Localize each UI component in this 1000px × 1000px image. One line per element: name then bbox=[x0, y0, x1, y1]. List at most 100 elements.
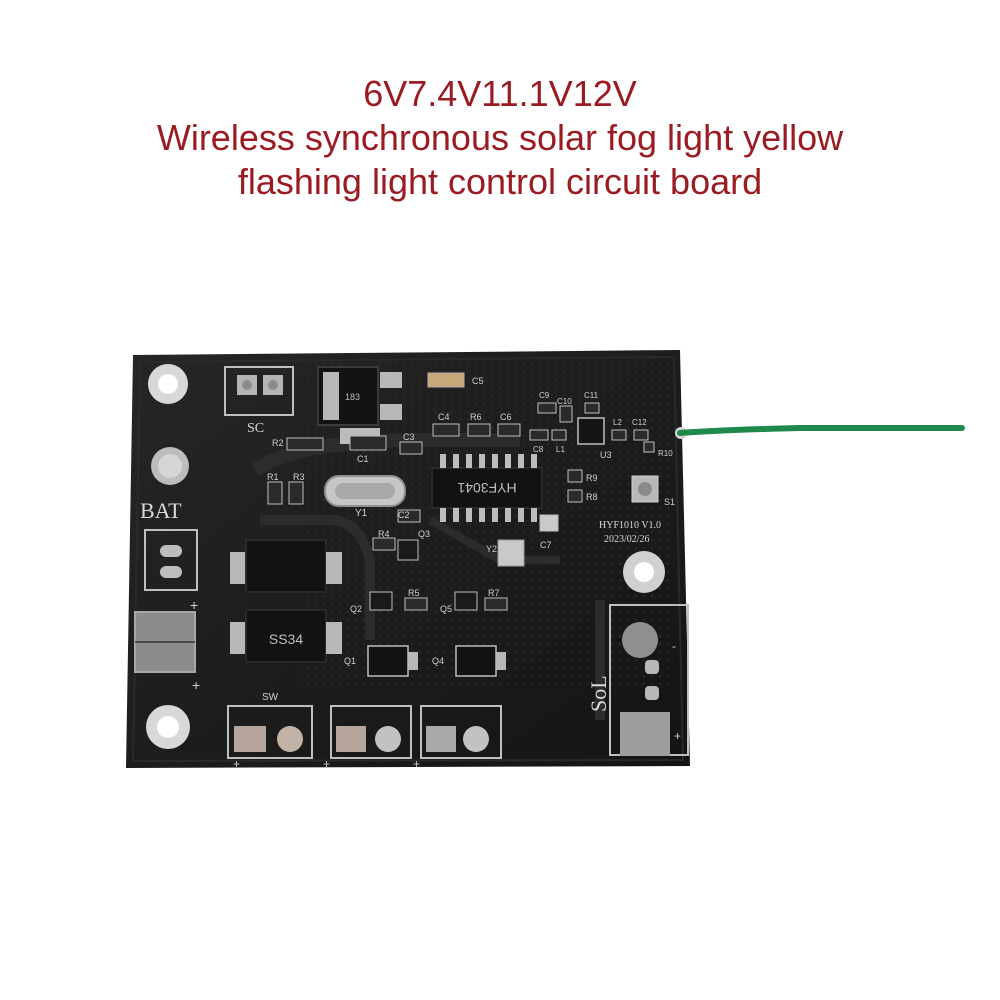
res-r1 bbox=[267, 481, 283, 505]
svg-text:C12: C12 bbox=[632, 418, 647, 427]
svg-text:C2: C2 bbox=[398, 510, 410, 520]
svg-text:C3: C3 bbox=[403, 432, 415, 442]
diode-marking: SS34 bbox=[269, 631, 303, 647]
res-r8 bbox=[567, 489, 583, 503]
cap-c7 bbox=[539, 514, 559, 532]
mcu-marking: HYF3041 bbox=[457, 480, 516, 496]
cap-c1 bbox=[349, 435, 387, 451]
bat-label: BAT bbox=[140, 498, 182, 523]
sw-pad bbox=[234, 726, 266, 752]
svg-text:C4: C4 bbox=[438, 412, 450, 422]
svg-text:U3: U3 bbox=[600, 450, 612, 460]
mosfet-q4 bbox=[455, 645, 497, 677]
smd-passives: C5 R2 C1 C3 C4 R6 C6 C9 C10 C11 C8 L1 L2… bbox=[267, 372, 673, 614]
cap-c3 bbox=[399, 441, 423, 455]
sc-connector: SC bbox=[224, 366, 294, 436]
svg-text:C8: C8 bbox=[533, 445, 544, 454]
svg-text:+: + bbox=[323, 757, 330, 771]
voltage-regulator: 183 bbox=[317, 366, 402, 444]
sol-label: SoL bbox=[586, 675, 611, 712]
antenna-wire bbox=[677, 425, 965, 436]
svg-text:C9: C9 bbox=[539, 391, 550, 400]
sc-label: SC bbox=[247, 421, 264, 436]
res-r9 bbox=[567, 469, 583, 483]
ind-l2 bbox=[611, 429, 627, 441]
solar-pin bbox=[645, 686, 659, 700]
led-pad bbox=[426, 726, 456, 752]
svg-text:C6: C6 bbox=[500, 412, 512, 422]
regulator-marking: 183 bbox=[345, 392, 360, 402]
antenna: S1 bbox=[631, 425, 965, 507]
svg-text:R10: R10 bbox=[658, 449, 673, 458]
mcu-pins bbox=[440, 454, 537, 522]
svg-text:C10: C10 bbox=[557, 397, 572, 406]
cap-c11 bbox=[584, 402, 600, 414]
svg-text:Q1: Q1 bbox=[344, 656, 356, 666]
mosfet-q1 bbox=[367, 645, 409, 677]
transistor-q3 bbox=[397, 539, 419, 561]
svg-text:C5: C5 bbox=[472, 376, 484, 386]
cap-c10 bbox=[559, 405, 573, 423]
svg-text:+: + bbox=[233, 757, 240, 771]
cap-c4 bbox=[432, 423, 460, 437]
svg-text:Q4: Q4 bbox=[432, 656, 444, 666]
cap-c5 bbox=[427, 372, 465, 388]
svg-text:R9: R9 bbox=[586, 473, 598, 483]
crystal-y1: Y1 bbox=[324, 475, 406, 519]
svg-text:R2: R2 bbox=[272, 438, 284, 448]
mounting-holes bbox=[146, 364, 665, 749]
mosfets: Q1 Q4 bbox=[344, 645, 506, 677]
led-pad bbox=[375, 726, 401, 752]
battery-pin bbox=[160, 566, 182, 578]
solar-pad bbox=[622, 622, 658, 658]
diode-top bbox=[245, 539, 327, 593]
led-pad bbox=[463, 726, 489, 752]
svg-text:R1: R1 bbox=[267, 472, 279, 482]
cap-c2 bbox=[397, 509, 421, 523]
crystal-y2: Y2 bbox=[486, 539, 525, 567]
svg-text:R5: R5 bbox=[408, 588, 420, 598]
mcu-body bbox=[431, 467, 543, 509]
svg-text:L2: L2 bbox=[613, 418, 622, 427]
svg-text:-: - bbox=[672, 639, 676, 653]
res-r10 bbox=[643, 441, 655, 453]
product-caption: 6V7.4V11.1V12V Wireless synchronous sola… bbox=[0, 72, 1000, 204]
svg-text:L1: L1 bbox=[556, 445, 565, 454]
res-r2 bbox=[286, 437, 324, 451]
svg-text:R7: R7 bbox=[488, 588, 500, 598]
svg-text:Q2: Q2 bbox=[350, 604, 362, 614]
battery-connector: BAT + + bbox=[134, 447, 200, 693]
svg-text:Q3: Q3 bbox=[418, 529, 430, 539]
sw-label: SW bbox=[262, 692, 279, 703]
pcb-trace bbox=[251, 433, 520, 476]
svg-text:Q5: Q5 bbox=[440, 604, 452, 614]
svg-text:S1: S1 bbox=[664, 497, 675, 507]
led-pad bbox=[336, 726, 366, 752]
svg-text:R3: R3 bbox=[293, 472, 305, 482]
cap-c6 bbox=[497, 423, 521, 437]
solar-connector: SoL - + bbox=[586, 604, 689, 756]
svg-text:+: + bbox=[674, 729, 681, 743]
sw-pad bbox=[277, 726, 303, 752]
transistor-q5 bbox=[454, 591, 478, 611]
res-r7 bbox=[484, 597, 508, 611]
board-date-label: 2023/02/26 bbox=[604, 534, 650, 545]
pcb-trace bbox=[260, 515, 375, 640]
bat-plus-label-2: + bbox=[192, 677, 200, 693]
bat-plus-label: + bbox=[190, 597, 198, 613]
diode-bottom bbox=[245, 609, 327, 663]
res-r3 bbox=[288, 481, 304, 505]
caption-title-line: Wireless synchronous solar fog light yel… bbox=[156, 117, 844, 158]
rf-chip-u3: U3 bbox=[577, 417, 612, 460]
svg-text:Y1: Y1 bbox=[355, 508, 368, 519]
mcu-chip: HYF3041 bbox=[431, 454, 543, 522]
res-r6 bbox=[467, 423, 491, 437]
svg-text:Y2: Y2 bbox=[486, 544, 497, 554]
res-r5 bbox=[404, 597, 428, 611]
output-connectors: SW + + + bbox=[227, 692, 502, 771]
transistor-q2 bbox=[369, 591, 393, 611]
svg-text:C7: C7 bbox=[540, 540, 552, 550]
svg-text:R6: R6 bbox=[470, 412, 482, 422]
res-r4 bbox=[372, 537, 396, 551]
